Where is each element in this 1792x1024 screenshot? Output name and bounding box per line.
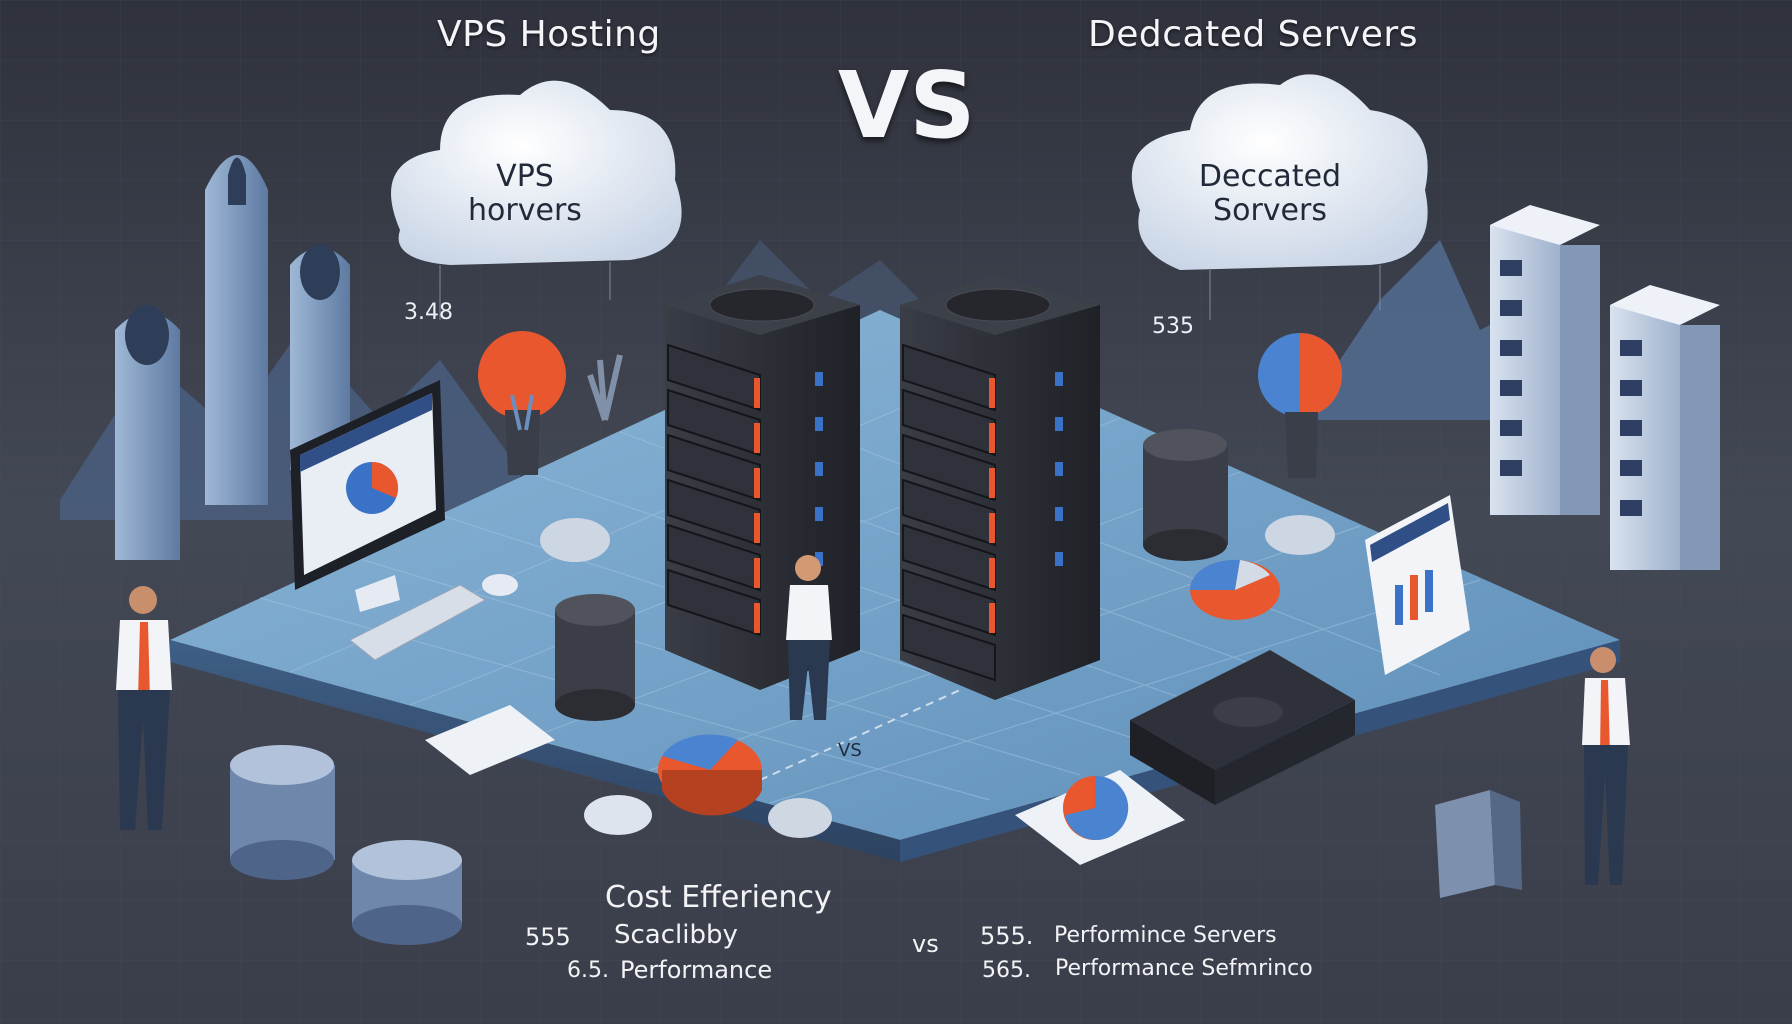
cloud-right-line2: Sorvers	[1213, 193, 1327, 228]
cloud-left-label: VPS horvers	[445, 160, 605, 228]
title-right: Dedcated Servers	[1088, 14, 1418, 55]
lightbulb-left	[478, 331, 566, 475]
book-stack-right	[1435, 790, 1522, 898]
pillars-left	[115, 155, 350, 560]
person-center	[786, 555, 832, 720]
report-board	[1365, 495, 1470, 675]
bottom-left-num3: 6.5.	[567, 958, 609, 983]
drum-left	[555, 594, 635, 721]
vs-main: VS	[838, 52, 976, 159]
cloud-right-label: Deccated Sorvers	[1180, 160, 1360, 228]
pie-chart-center	[658, 734, 762, 816]
cloud-right	[1131, 74, 1428, 320]
title-left: VPS Hosting	[437, 14, 661, 55]
lightbulb-right	[1258, 333, 1342, 478]
price-right: 535	[1152, 314, 1194, 339]
server-rack-left	[665, 275, 860, 690]
cloud-left-line2: horvers	[468, 193, 582, 228]
bottom-left-num2: 555	[525, 923, 571, 951]
bottom-right-num1: 555.	[980, 922, 1034, 950]
monitor	[290, 380, 518, 661]
plant	[587, 354, 623, 421]
pie-chart-right	[1189, 559, 1280, 620]
server-box	[1130, 650, 1355, 805]
bottom-right-line2: Performance Sefmrinco	[1055, 956, 1313, 981]
block-tower-right	[1490, 205, 1720, 570]
vs-floor: VS	[838, 740, 862, 761]
drum-right	[1143, 429, 1228, 561]
bottom-left-line1: Cost Efferiency	[605, 880, 832, 915]
bottom-left-line3: Performance	[620, 956, 773, 984]
server-rack-right	[900, 275, 1100, 700]
document-left	[425, 705, 555, 775]
cloud-right-line1: Deccated	[1198, 159, 1342, 194]
cylinder-stack-left	[230, 745, 462, 945]
bottom-right-num2: 565.	[982, 958, 1031, 983]
person-left	[116, 586, 172, 830]
price-left: 3.48	[404, 300, 453, 325]
bottom-left-line2: Scaclibby	[614, 920, 738, 950]
person-right	[1582, 647, 1630, 885]
cloud-left	[391, 80, 682, 320]
bottom-vs: vs	[912, 930, 939, 958]
bottom-right-line1: Performince Servers	[1054, 923, 1277, 948]
cloud-left-line1: VPS	[496, 159, 554, 194]
